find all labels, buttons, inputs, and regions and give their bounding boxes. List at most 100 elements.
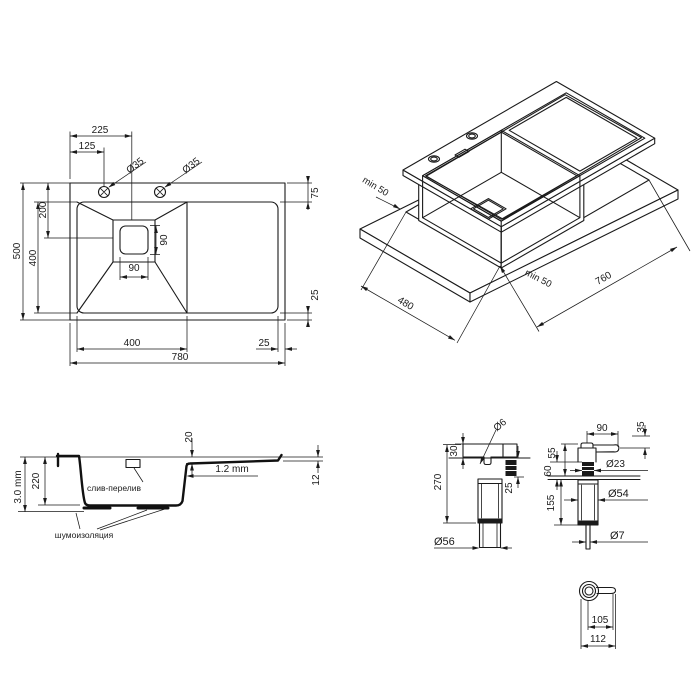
dim-arrowhead (278, 361, 285, 365)
dim-arrowhead (361, 286, 369, 292)
dispenser-side-texts: 270 30 Ø6 25 Ø56 (433, 417, 515, 548)
pump-head-top-inner (584, 586, 594, 596)
dim-arrowhead (500, 546, 508, 550)
dim-clearance-front: min 50 (523, 267, 553, 290)
label-overflow: слив-перелив (87, 483, 142, 493)
dim-arrowhead (461, 437, 465, 444)
dim-deck-top: 75 (310, 187, 321, 199)
dim-tip-height: 35 (636, 421, 647, 433)
dim-arrowhead (598, 498, 605, 502)
bowl-interior-edges (422, 130, 581, 264)
sink-recessed-rim (76, 201, 279, 314)
dim-bottle-diameter-54: Ø54 (608, 488, 629, 500)
dim-arrowhead (537, 321, 545, 327)
dim-deck-clearance: 25 (504, 482, 515, 494)
iso-faucet-hole-left (427, 155, 441, 163)
sink-isometric-view: min 50 480 min 50 760 (359, 80, 691, 344)
sink-body (402, 80, 656, 269)
dim-arrowhead (186, 474, 194, 478)
dim-collar-diameter: Ø23 (606, 459, 625, 470)
sink-deck-top (402, 80, 656, 228)
dim-drain-offset-top: 200 (38, 201, 49, 218)
sink-steel-profile (55, 452, 283, 507)
dim-total-height: 270 (433, 473, 444, 490)
dim-arrowhead (555, 455, 559, 462)
dim-arrowhead (46, 231, 50, 238)
dim-reach-to-center: 105 (592, 615, 609, 626)
suction-tube (585, 524, 591, 550)
dispenser-top-outline (578, 580, 617, 602)
dim-arrowhead (445, 516, 449, 523)
dim-arrowhead (500, 266, 506, 273)
dim-arrowhead (46, 183, 50, 190)
bottle-bottom-band-front (578, 520, 598, 525)
top-view-dimension-texts: 225 125 Ø35 Ø35 75 25 200 400 500 90 90 … (12, 125, 321, 363)
sink-outer-edge (69, 182, 286, 321)
dim-arrowhead (579, 540, 586, 544)
iso-overflow-slot (454, 148, 470, 158)
dim-arrowhead (36, 202, 40, 209)
dim-head-height: 55 (547, 447, 558, 459)
dim-faucet-diameter-right: Ø35 (181, 156, 203, 177)
dim-base-thickness: 3.0 mm (13, 470, 24, 503)
mount-collar-front (582, 462, 594, 476)
dim-arrowhead (154, 247, 158, 254)
dimension-lines (20, 131, 312, 366)
iso-dimension-lines (360, 179, 691, 344)
dispenser-front-view: 90 35 55 60 155 Ø23 Ø54 Ø7 (543, 421, 650, 550)
dim-tube-diameter: Ø7 (610, 530, 625, 542)
dim-arrowhead (36, 306, 40, 313)
dim-deck-bottom: 25 (310, 289, 321, 301)
dispenser-side-outline (448, 443, 531, 549)
dim-arrowhead (124, 134, 132, 138)
dim-nozzle-diameter: Ø6 (492, 417, 510, 434)
top-view-dimension-lines (20, 131, 312, 366)
dim-overall-width: 780 (172, 352, 189, 363)
faucet-hole-cross-marks (99, 187, 165, 197)
dim-arrowhead (643, 448, 647, 455)
dispenser-spout-side (462, 443, 518, 458)
dim-arrowhead (516, 477, 520, 484)
sink-top-view-outline (69, 182, 286, 321)
overflow-opening (125, 458, 141, 469)
dim-arrowhead (316, 450, 320, 457)
iso-faucet-hole-left-inner (430, 156, 438, 162)
dim-spout-height: 30 (449, 445, 460, 457)
dim-arrowhead (581, 644, 588, 648)
dim-arrowhead (392, 203, 400, 209)
dim-arrowhead (285, 347, 292, 351)
dim-faucet-offset: 125 (79, 141, 96, 152)
dim-arrowhead (447, 335, 455, 341)
dim-arrowhead (559, 518, 563, 525)
dim-arrowhead (472, 546, 480, 550)
dim-arrowhead (23, 457, 27, 464)
dim-arrowhead (306, 202, 310, 209)
dim-overall-depth: 500 (12, 242, 23, 259)
bottle-lower-shading (482, 522, 498, 548)
dim-arrowhead (43, 457, 47, 464)
dim-arrowhead (608, 644, 616, 648)
dispenser-side-view: 270 30 Ø6 25 Ø56 (433, 417, 531, 549)
dim-arrowhead (445, 445, 449, 452)
bottle-bottom-band (478, 518, 502, 523)
bowl-slope-lines (76, 201, 188, 314)
dim-drain-width: 90 (128, 263, 140, 274)
mount-collar-side (505, 460, 517, 476)
section-reference-lines (18, 438, 323, 531)
dim-arrowhead (559, 479, 563, 487)
dispenser-top-texts: 105 112 (590, 615, 609, 645)
sink-top-view: 225 125 Ø35 Ø35 75 25 200 400 500 90 90 … (12, 125, 321, 366)
dim-arrowhead (316, 461, 320, 468)
spout-top-view (595, 586, 617, 595)
dim-mount-height: 60 (543, 465, 554, 477)
dim-faucet-diameter-left: Ø35 (125, 156, 147, 177)
dim-arrowhead (43, 498, 47, 505)
dimension-lines (580, 594, 616, 649)
dispenser-top-dimension-lines (580, 594, 616, 649)
iso-faucet-hole-right-inner (468, 133, 476, 139)
dim-arrowhead (571, 498, 578, 502)
dim-arrowhead (587, 432, 594, 436)
dim-reach-overall: 112 (590, 634, 606, 645)
dim-arrowhead (306, 306, 310, 313)
dim-bowl-depth: 400 (28, 249, 39, 266)
